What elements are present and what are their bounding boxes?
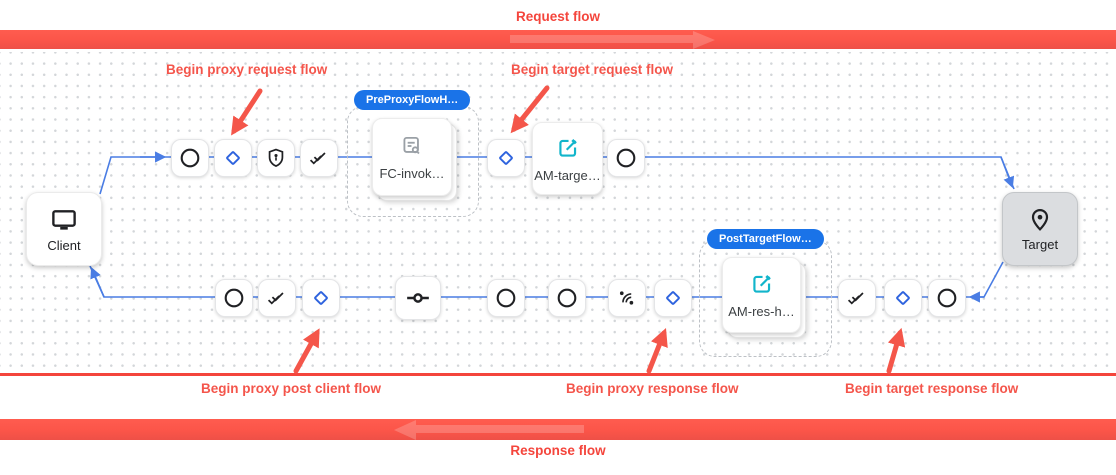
diamond-icon [896, 291, 910, 305]
policy-label: AM-targe… [534, 167, 601, 183]
annotation-begin-proxy-request: Begin proxy request flow [166, 62, 328, 77]
diamond-icon [666, 291, 680, 305]
flow-callout-icon [403, 136, 420, 155]
step-node-response-a[interactable] [487, 279, 525, 317]
proxy-flow-canvas[interactable] [0, 52, 1116, 374]
diamond-icon [314, 291, 328, 305]
edit-icon [752, 275, 771, 293]
policy-label: AM-res-h… [728, 304, 795, 319]
policy-card-assign-message-response[interactable]: AM-res-h… [722, 257, 801, 333]
edit-icon [558, 138, 577, 157]
double-check-icon [267, 292, 284, 305]
connector-icon [407, 293, 429, 303]
step-node-proxy-request-begin[interactable] [214, 139, 252, 177]
step-node-target-response-begin[interactable] [884, 279, 922, 317]
step-node-response-end[interactable] [215, 279, 253, 317]
client-node[interactable]: Client [26, 192, 102, 266]
step-node-verify-target-response[interactable] [838, 279, 876, 317]
post-target-flow-badge[interactable]: PostTargetFlow… [707, 229, 824, 249]
diamond-icon [226, 151, 240, 165]
response-flow-bar [0, 419, 1116, 440]
circle-icon [224, 288, 244, 308]
shield-icon [268, 148, 284, 167]
policy-label: FC-invok… [379, 166, 445, 181]
annotation-begin-proxy-post-client: Begin proxy post client flow [201, 381, 382, 396]
step-node-proxy-response-begin[interactable] [654, 279, 692, 317]
circle-icon [937, 288, 957, 308]
canvas-bottom-divider [0, 373, 1116, 376]
double-check-icon [847, 292, 864, 305]
request-arrow-body [510, 35, 693, 43]
step-node-signal[interactable] [608, 279, 646, 317]
response-arrow-head-icon [394, 419, 416, 440]
annotation-begin-proxy-response: Begin proxy response flow [566, 381, 739, 396]
target-label: Target [1021, 237, 1059, 252]
request-flow-title: Request flow [515, 9, 600, 24]
pin-icon [1031, 208, 1049, 231]
response-arrow-body [416, 425, 584, 433]
target-node[interactable]: Target [1002, 192, 1078, 266]
annotation-begin-target-response: Begin target response flow [845, 381, 1019, 396]
step-node-verify[interactable] [300, 139, 338, 177]
policy-card-assign-message-target[interactable]: AM-targe… [532, 122, 603, 195]
monitor-icon [52, 210, 76, 230]
diamond-icon [499, 151, 513, 165]
step-node-request-end[interactable] [607, 139, 645, 177]
request-flow-bar [0, 30, 1116, 49]
circle-icon [616, 148, 636, 168]
signal-icon [619, 291, 634, 305]
step-node-response-start[interactable] [928, 279, 966, 317]
request-arrow-head-icon [693, 30, 715, 49]
step-node-start[interactable] [171, 139, 209, 177]
client-label: Client [47, 238, 81, 253]
step-node-target-request-begin[interactable] [487, 139, 525, 177]
step-node-verify-response[interactable] [258, 279, 296, 317]
circle-icon [496, 288, 516, 308]
step-node-connector[interactable] [395, 276, 441, 320]
circle-icon [557, 288, 577, 308]
annotation-begin-target-request: Begin target request flow [511, 62, 674, 77]
step-node-response-b[interactable] [548, 279, 586, 317]
policy-card-flow-callout[interactable]: FC-invok… [372, 118, 452, 196]
pre-proxy-flow-badge[interactable]: PreProxyFlowH… [354, 90, 471, 110]
circle-icon [180, 148, 200, 168]
response-flow-title: Response flow [510, 443, 606, 458]
step-node-security[interactable] [257, 139, 295, 177]
step-node-post-client-begin[interactable] [302, 279, 340, 317]
double-check-icon [309, 152, 326, 165]
